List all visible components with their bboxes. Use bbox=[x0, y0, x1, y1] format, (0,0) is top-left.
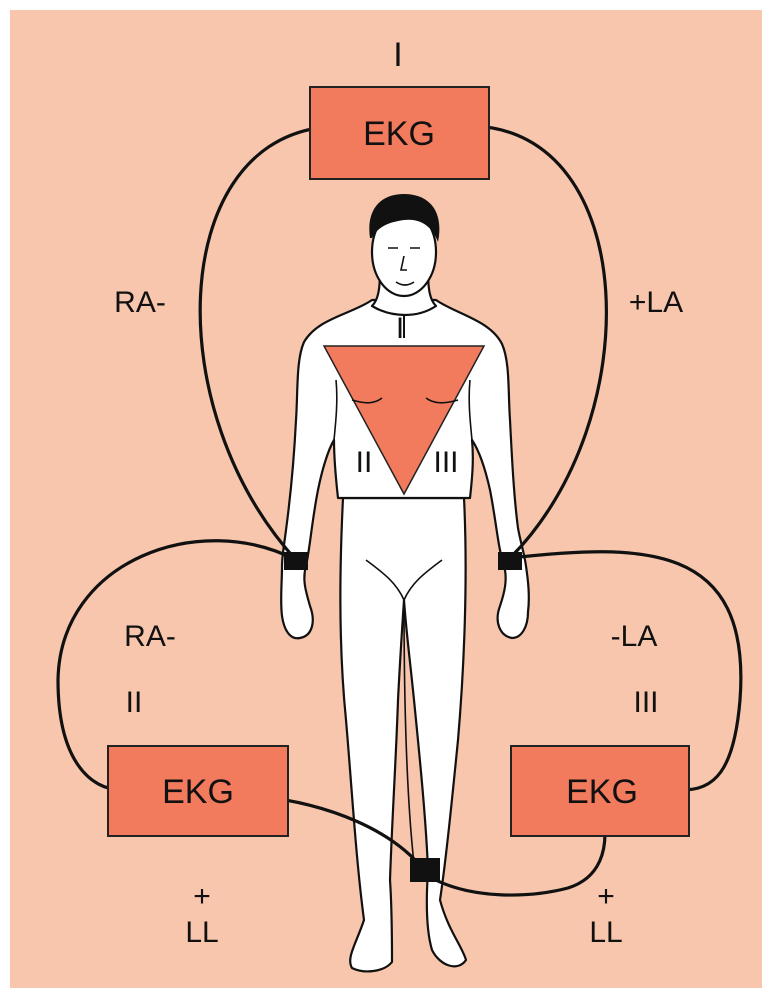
electrode-ra-left: RA- bbox=[124, 620, 176, 653]
triangle-label-right: III bbox=[433, 446, 458, 479]
electrode-la-right: -LA bbox=[611, 620, 658, 653]
lead-iii-label: III bbox=[633, 686, 658, 719]
triangle-label-top: I bbox=[396, 312, 404, 345]
ekg-box-top-label: EKG bbox=[363, 115, 435, 153]
triangle-label-left: II bbox=[356, 446, 373, 479]
lead-ii-label: II bbox=[126, 686, 143, 719]
ekg-box-left-label: EKG bbox=[162, 773, 234, 811]
electrode-ra-top: RA- bbox=[114, 286, 166, 319]
lead-i-label: I bbox=[393, 36, 402, 74]
plus-left: + bbox=[193, 880, 211, 913]
electrode-la-top: +LA bbox=[629, 286, 683, 319]
ll-left: LL bbox=[185, 916, 218, 949]
plus-right: + bbox=[597, 880, 615, 913]
ll-right: LL bbox=[589, 916, 622, 949]
ekg-box-right-label: EKG bbox=[566, 773, 638, 811]
left-wrist-electrode bbox=[498, 552, 522, 570]
